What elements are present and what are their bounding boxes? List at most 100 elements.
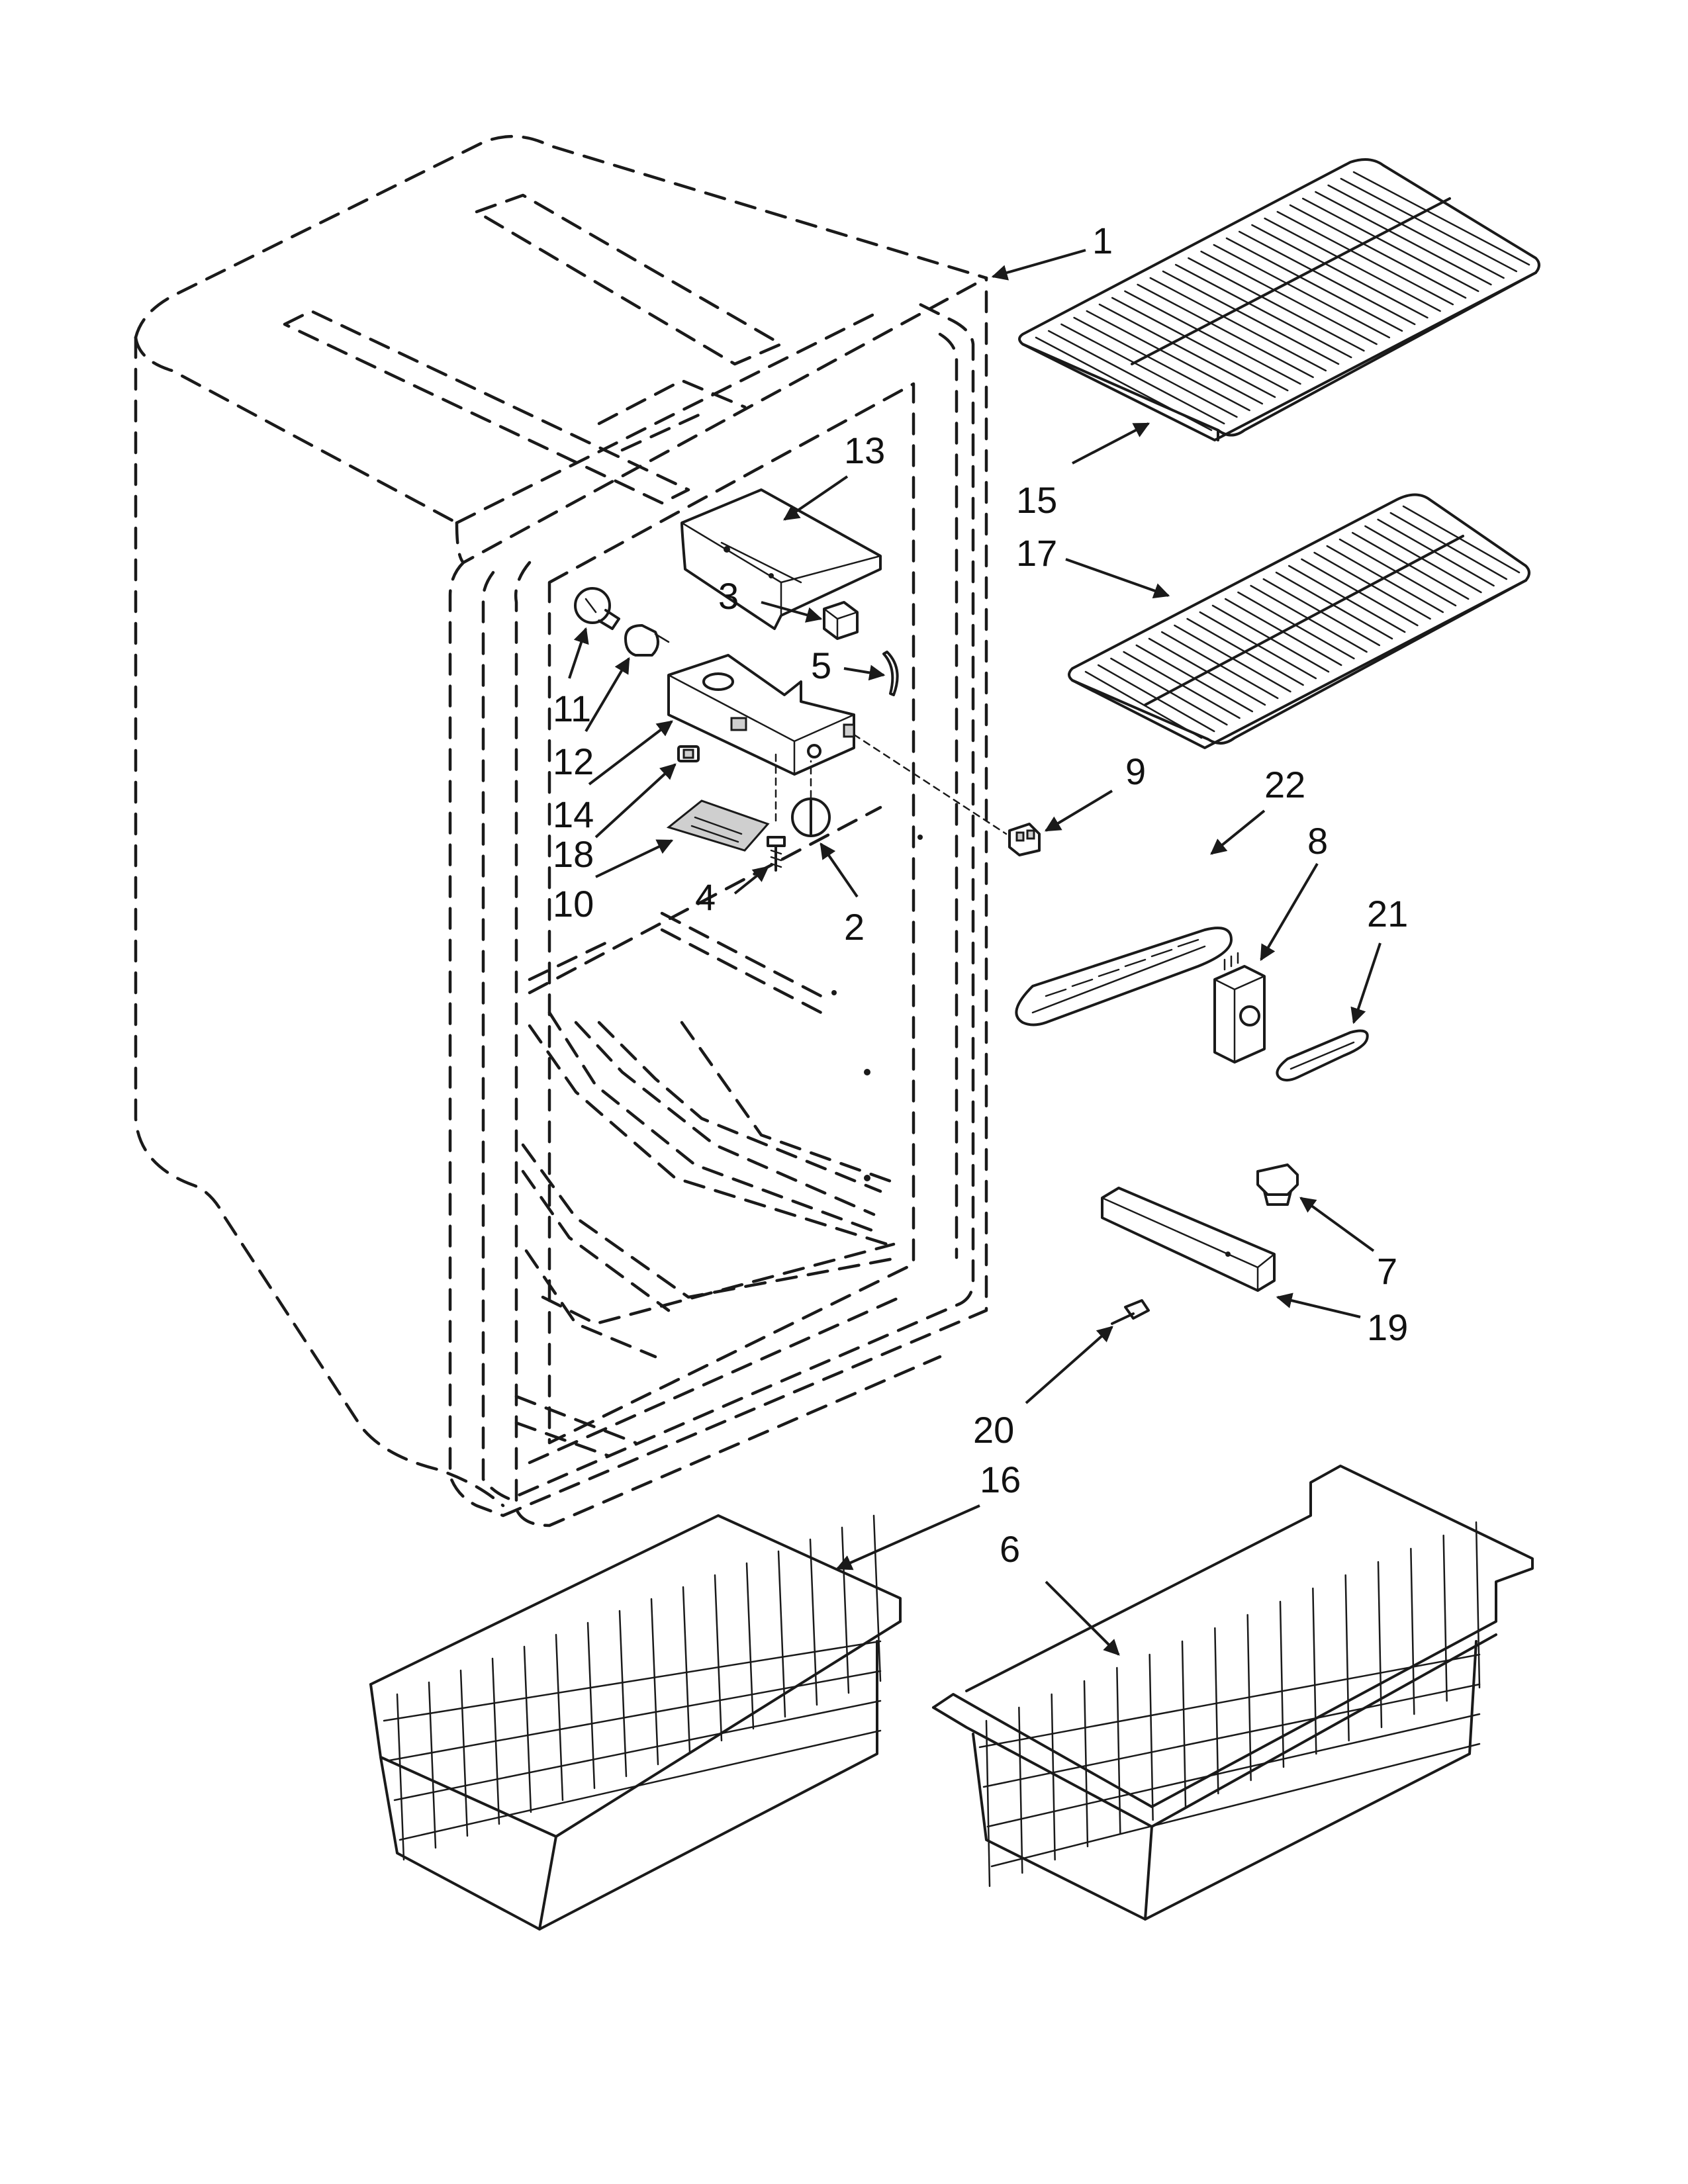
wire-line xyxy=(1377,518,1495,587)
callout-label-1: 1 xyxy=(1092,220,1113,261)
wire-line xyxy=(523,1645,532,1813)
callout-1: 1 xyxy=(991,220,1113,281)
basket-left xyxy=(369,1514,902,1931)
clip xyxy=(882,651,899,696)
wire-line xyxy=(986,1713,1481,1828)
wire-line xyxy=(650,1598,659,1766)
wire-line xyxy=(1279,1600,1285,1768)
screw-4 xyxy=(767,753,786,872)
callout-label-7: 7 xyxy=(1377,1250,1397,1292)
wire-line xyxy=(1073,316,1250,412)
light-socket xyxy=(624,624,670,657)
wire-line xyxy=(1315,191,1492,286)
callout-label-19: 19 xyxy=(1367,1306,1408,1348)
wire-line xyxy=(777,1550,786,1718)
cap xyxy=(1256,1163,1299,1206)
callout-label-9: 9 xyxy=(1125,751,1146,792)
wire-line xyxy=(1214,1627,1219,1795)
callout-8: 8 xyxy=(1260,820,1328,962)
wire-line xyxy=(1047,330,1225,425)
wire-line xyxy=(1340,177,1518,273)
wire-line xyxy=(1162,270,1340,365)
wire-line xyxy=(1149,277,1327,372)
rail xyxy=(1101,1187,1276,1292)
wire-line xyxy=(1313,551,1431,620)
wire-line xyxy=(383,1640,882,1722)
wire-line xyxy=(745,1562,755,1730)
wire-line xyxy=(393,1700,882,1801)
wire-line xyxy=(1213,244,1391,339)
shelf-upper xyxy=(1018,158,1540,441)
callout-14: 14 xyxy=(553,720,673,835)
wire-line xyxy=(982,1683,1481,1788)
wire-line xyxy=(1060,323,1238,418)
wire-line xyxy=(1188,257,1365,352)
callout-16: 16 xyxy=(835,1459,1021,1570)
callout-2: 2 xyxy=(820,842,865,948)
callout-9: 9 xyxy=(1044,751,1146,832)
wire-line xyxy=(985,1719,991,1888)
wire-line xyxy=(618,1610,628,1778)
door-switch xyxy=(853,733,1041,856)
wire-line xyxy=(1149,1653,1154,1821)
callout-label-22: 22 xyxy=(1264,764,1305,805)
wire-line xyxy=(1364,525,1482,594)
callout-18: 18 xyxy=(553,763,677,875)
wire-line xyxy=(1251,224,1429,319)
wire-line xyxy=(1264,217,1441,312)
wire-line xyxy=(399,1729,882,1841)
thermostat-module xyxy=(1213,952,1266,1064)
wire-line xyxy=(1410,1547,1415,1715)
wire-line xyxy=(1326,545,1444,614)
wire-line xyxy=(1084,670,1203,739)
callout-5: 5 xyxy=(811,645,886,686)
light-shield xyxy=(666,799,770,852)
basket-right xyxy=(932,1465,1534,1921)
wire-line xyxy=(841,1526,850,1694)
callout-21: 21 xyxy=(1350,893,1408,1024)
wire-line xyxy=(1225,237,1403,332)
callout-7: 7 xyxy=(1299,1197,1397,1292)
callout-label-15: 15 xyxy=(1016,479,1057,521)
light-switch xyxy=(677,745,700,762)
callout-19: 19 xyxy=(1276,1293,1408,1348)
wire-line xyxy=(990,1743,1481,1868)
callout-label-5: 5 xyxy=(811,645,831,686)
callout-label-20: 20 xyxy=(973,1409,1014,1451)
callout-label-6: 6 xyxy=(1000,1528,1020,1570)
wire-line xyxy=(1344,1574,1350,1742)
callout-label-16: 16 xyxy=(980,1459,1021,1500)
wire-line xyxy=(396,1693,405,1861)
wire-line xyxy=(978,1653,1481,1749)
wire-line xyxy=(1327,184,1505,279)
wire-line xyxy=(1289,204,1467,299)
light-cover xyxy=(680,488,882,630)
wire-line xyxy=(1301,197,1479,293)
callout-label-11: 11 xyxy=(553,688,591,729)
wire-line xyxy=(1083,1680,1089,1848)
callout-label-14: 14 xyxy=(553,794,594,835)
control-housing xyxy=(667,654,855,776)
callout-13: 13 xyxy=(783,430,885,521)
callout-label-21: 21 xyxy=(1367,893,1408,934)
wire-line xyxy=(1352,171,1530,266)
wire-line xyxy=(555,1633,564,1801)
callout-label-2: 2 xyxy=(844,906,865,948)
wire-line xyxy=(1442,1534,1448,1702)
wire-line xyxy=(1018,1706,1023,1874)
wire-line xyxy=(1098,303,1276,398)
wire-line xyxy=(1181,1640,1187,1808)
callout-label-3: 3 xyxy=(718,575,739,617)
callout-22: 22 xyxy=(1210,764,1305,855)
wire-line xyxy=(1051,1693,1056,1861)
wire-line xyxy=(714,1574,723,1742)
thermostat-knob xyxy=(791,760,831,837)
callout-4: 4 xyxy=(695,866,769,918)
callout-3: 3 xyxy=(718,575,823,623)
callout-6: 6 xyxy=(1000,1528,1120,1656)
wire-line xyxy=(1475,1521,1481,1689)
callout-11: 11 xyxy=(553,627,591,729)
wire-line xyxy=(1111,296,1289,392)
callout-17: 17 xyxy=(1016,532,1170,599)
thermostat xyxy=(823,601,859,640)
